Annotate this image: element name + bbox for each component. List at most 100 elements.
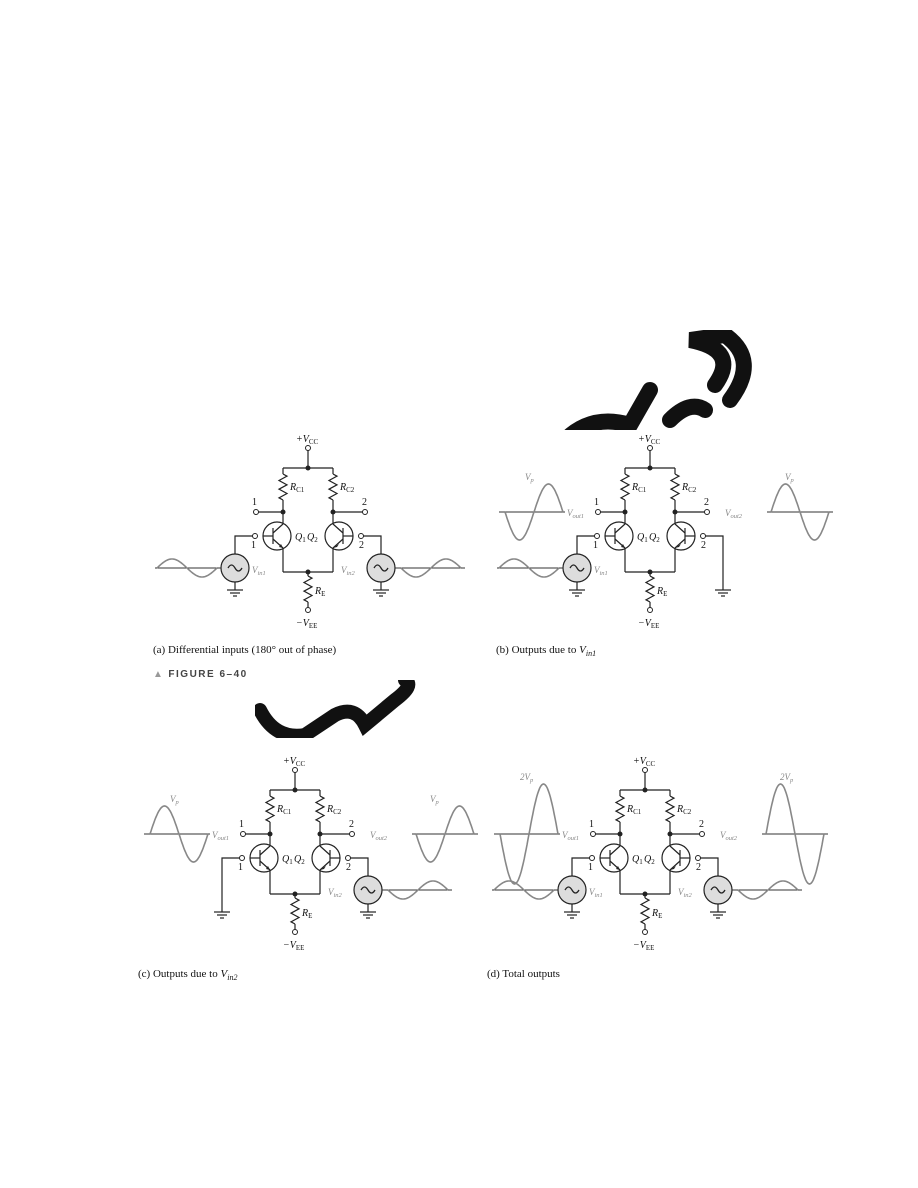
in1-waveform (156, 558, 218, 578)
vin2-label: Vin2 (328, 887, 343, 899)
out1-terminal (253, 509, 259, 515)
caption-d: (d) Total outputs (487, 968, 560, 980)
q2-transistor-emitter (319, 860, 331, 871)
in1-label: 1 (593, 540, 598, 551)
q1-transistor-collector (609, 845, 621, 856)
vcc-terminal (292, 767, 298, 773)
in2-wire (350, 857, 369, 876)
q2-label: Q2 (649, 532, 660, 544)
caption-b: (b) Outputs due to Vin1 (496, 644, 597, 659)
vout2-label: Vout2 (720, 830, 738, 842)
in2-label: 2 (359, 540, 364, 551)
in1-terminal (252, 533, 258, 539)
q2-transistor-emitter (669, 860, 681, 871)
vp-right-label: Vp (430, 794, 440, 806)
figure-label: ▲FIGURE 6–40 (153, 669, 248, 680)
in2-waveform (400, 558, 462, 578)
rc2-resistor (327, 473, 339, 501)
rc1-resistor (277, 473, 289, 501)
vp-right-label: 2Vp (780, 772, 794, 784)
vee-label: −VEE (283, 940, 304, 952)
in1-wire (576, 535, 595, 554)
vout2-label: Vout2 (370, 830, 388, 842)
in2-label: 2 (696, 862, 701, 873)
vee-terminal (305, 607, 311, 613)
vee-terminal (647, 607, 653, 613)
q1-transistor-collector (614, 523, 626, 534)
in2-gnd-wire (705, 535, 724, 590)
in2-waveform (387, 880, 449, 900)
in2-terminal (700, 533, 706, 539)
q2-transistor-collector (332, 523, 344, 534)
rc2-label: RC2 (676, 804, 692, 816)
q1-transistor-collector (259, 845, 271, 856)
vcc-label: +VCC (296, 434, 319, 446)
in2-terminal (345, 855, 351, 861)
rc1-label: RC1 (276, 804, 292, 816)
re-resistor (289, 897, 301, 925)
vcc-terminal (647, 445, 653, 451)
vin2-label: Vin2 (341, 565, 356, 577)
q2-label: Q2 (294, 854, 305, 866)
in2-label: 2 (701, 540, 706, 551)
vp-left-label: Vp (525, 472, 535, 484)
q2-transistor-collector (669, 845, 681, 856)
out1-label: 1 (252, 497, 257, 508)
q1-label: Q1 (295, 532, 306, 544)
re-label: RE (301, 908, 312, 920)
watermark-middle (255, 680, 455, 750)
vee-label: −VEE (296, 618, 317, 630)
out2-label: 2 (362, 497, 367, 508)
out1-terminal (595, 509, 601, 515)
out2-waveform (770, 483, 830, 541)
in2-wire (363, 535, 382, 554)
vout2-label: Vout2 (725, 508, 743, 520)
vp-left-label: Vp (170, 794, 180, 806)
vcc-label: +VCC (283, 756, 306, 768)
vin1-label: Vin1 (589, 887, 603, 899)
q2-label: Q2 (644, 854, 655, 866)
in2-label: 2 (346, 862, 351, 873)
vin1-label: Vin1 (594, 565, 608, 577)
out1-waveform (499, 783, 559, 885)
rc2-resistor (314, 795, 326, 823)
out1-label: 1 (239, 819, 244, 830)
in1-waveform (493, 880, 555, 900)
caption-c: (c) Outputs due to Vin2 (138, 968, 238, 983)
vin1-label: Vin1 (252, 565, 266, 577)
q1-transistor-arrow (279, 544, 283, 548)
rc1-label: RC1 (289, 482, 305, 494)
vout1-label: Vout1 (562, 830, 579, 842)
vin2-source-icon-wave (360, 886, 376, 894)
in1-wire (234, 535, 253, 554)
in1-label: 1 (238, 862, 243, 873)
out2-label: 2 (349, 819, 354, 830)
re-resistor (639, 897, 651, 925)
out1-terminal (590, 831, 596, 837)
in2-wire (700, 857, 719, 876)
in1-terminal (589, 855, 595, 861)
q2-transistor-arrow (320, 866, 326, 870)
q1-label: Q1 (282, 854, 293, 866)
in1-waveform (498, 558, 560, 578)
q1-label: Q1 (632, 854, 643, 866)
rc2-label: RC2 (681, 482, 697, 494)
vin2-label: Vin2 (678, 887, 693, 899)
in1-label: 1 (251, 540, 256, 551)
in2-waveform (737, 880, 799, 900)
vee-terminal (292, 929, 298, 935)
in1-gnd-wire (221, 857, 240, 912)
rc1-resistor (614, 795, 626, 823)
vp-right-label: Vp (785, 472, 795, 484)
in2-terminal (695, 855, 701, 861)
caption-a: (a) Differential inputs (180° out of pha… (153, 644, 337, 656)
vcc-terminal (642, 767, 648, 773)
in2-terminal (358, 533, 364, 539)
re-label: RE (656, 586, 667, 598)
rc2-resistor (664, 795, 676, 823)
q2-label: Q2 (307, 532, 318, 544)
q2-transistor-arrow (670, 866, 676, 870)
q1-transistor-collector (272, 523, 284, 534)
